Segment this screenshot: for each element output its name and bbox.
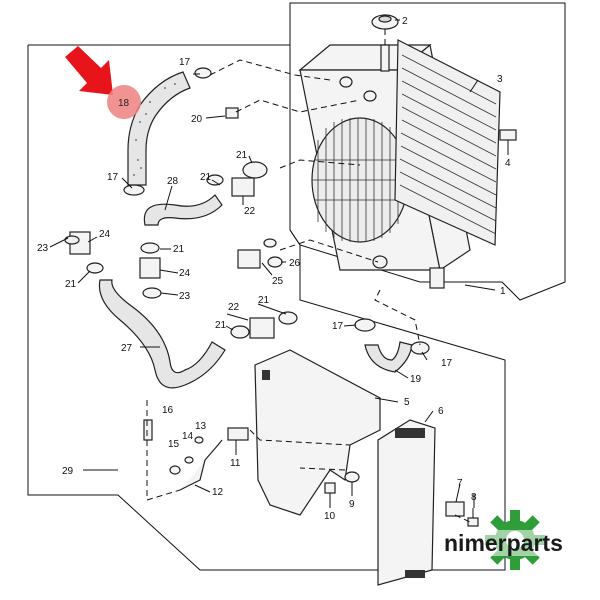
callout-17-a: 17	[179, 57, 191, 68]
callout-11: 11	[230, 458, 241, 469]
callout-19: 19	[410, 374, 422, 385]
callout-26: 26	[289, 258, 301, 269]
callout-8: 8	[471, 492, 477, 503]
assembly-lines	[146, 29, 471, 523]
callout-2: 2	[402, 16, 408, 27]
callout-21-f: 21	[215, 320, 227, 331]
callout-12: 12	[212, 487, 224, 498]
bolt	[499, 129, 517, 155]
callout-10: 10	[324, 511, 336, 522]
callout-21-b: 21	[200, 172, 212, 183]
callout-14: 14	[182, 431, 194, 442]
callout-22-b: 22	[228, 302, 240, 313]
callout-1: 1	[500, 286, 506, 297]
small-parts	[143, 419, 204, 475]
callout-28: 28	[167, 176, 179, 187]
hose-19	[364, 341, 413, 373]
bracket-5	[254, 349, 381, 516]
callout-21-a: 21	[236, 150, 248, 161]
callout-23-a: 23	[37, 243, 49, 254]
callout-17-d: 17	[441, 358, 453, 369]
callout-7: 7	[457, 478, 463, 489]
callout-25: 25	[272, 276, 284, 287]
grille-screen	[394, 39, 501, 246]
callout-3: 3	[497, 74, 503, 85]
panel-6	[377, 419, 436, 586]
callout-22-a: 22	[244, 206, 256, 217]
callout-27: 27	[121, 343, 133, 354]
leader-lines	[49, 19, 496, 508]
callout-5: 5	[404, 397, 410, 408]
radiator-frame	[289, 2, 566, 301]
callout-23-b: 23	[179, 291, 191, 302]
callout-13: 13	[195, 421, 207, 432]
callout-24-a: 24	[99, 229, 111, 240]
callout-21-d: 21	[65, 279, 77, 290]
brand-logo: nimerparts	[442, 510, 582, 570]
callout-21-e: 21	[258, 295, 270, 306]
callout-17-b: 17	[107, 172, 119, 183]
callout-21-c: 21	[173, 244, 185, 255]
nut-9	[344, 471, 360, 483]
callout-15: 15	[168, 439, 180, 450]
callout-24-b: 24	[179, 268, 191, 279]
callout-9: 9	[349, 499, 355, 510]
highlight-circle	[107, 85, 141, 119]
logo-text: nimerparts	[444, 530, 563, 556]
callout-16: 16	[162, 405, 174, 416]
callout-29: 29	[62, 466, 74, 477]
callout-17-c: 17	[332, 321, 344, 332]
upper-hose-18	[127, 71, 191, 186]
callout-20: 20	[191, 114, 203, 125]
clip-7	[445, 501, 465, 517]
bolt-8	[467, 508, 479, 527]
fittings	[64, 67, 430, 355]
bracket-12	[179, 439, 223, 491]
callout-6: 6	[438, 406, 444, 417]
callout-labels: 1 2 3 4 5 6 7 8 9 10 11 12 13 14 15 16 1…	[37, 16, 511, 522]
highlight-arrow-icon	[65, 46, 113, 95]
fitting-11	[227, 427, 249, 441]
radiator-cap	[371, 14, 399, 30]
hose-28	[143, 194, 223, 226]
callout-4: 4	[505, 158, 511, 169]
callout-18: 18	[118, 98, 130, 109]
lower-hose-27	[98, 279, 226, 389]
